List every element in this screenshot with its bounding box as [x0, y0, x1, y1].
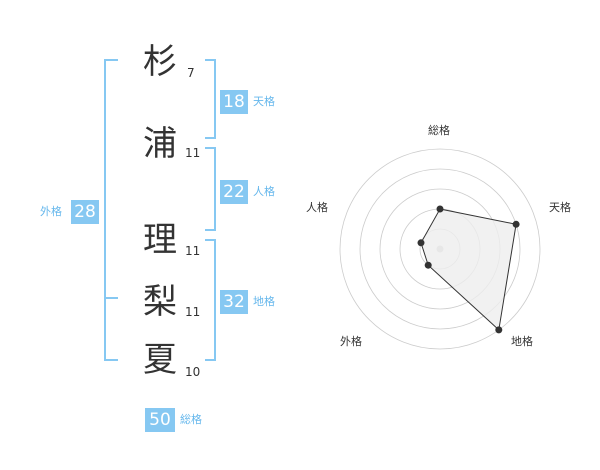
radar-point-2 — [495, 326, 503, 334]
radar-polygon — [420, 208, 517, 331]
radar-axis-label-chikaku: 地格 — [511, 335, 533, 348]
soukaku-label: 総格 — [180, 413, 202, 426]
gaikaku-label: 外格 — [40, 205, 62, 218]
radar-axis-label-soukaku: 総格 — [428, 124, 450, 137]
name-char-5: 夏 — [143, 340, 177, 380]
name-char-2: 浦 — [143, 124, 177, 164]
radar-axis-label-tenkaku: 天格 — [549, 201, 571, 214]
stroke-count-1: 7 — [187, 66, 195, 80]
stroke-count-2: 11 — [185, 146, 201, 160]
chikaku-label: 地格 — [253, 295, 275, 308]
radar-axis-label-gaikaku: 外格 — [340, 335, 362, 348]
name-char-4: 梨 — [143, 282, 177, 322]
soukaku-score: 50 — [145, 408, 175, 432]
name-char-1: 杉 — [143, 42, 177, 82]
tenkaku-bracket — [205, 59, 216, 139]
radar-ring — [339, 148, 541, 350]
tenkaku-label: 天格 — [253, 95, 275, 108]
radar-points — [417, 205, 520, 334]
gaikaku-score: 28 — [71, 200, 99, 224]
radar-ring — [359, 168, 521, 330]
radar-axis-label-jinkaku: 人格 — [306, 201, 328, 214]
radar-point-4 — [417, 239, 425, 247]
gaikaku-bracket — [104, 59, 118, 361]
jinkaku-bracket — [205, 147, 216, 231]
radar-point-0 — [436, 205, 444, 213]
name-char-3: 理 — [143, 220, 177, 260]
jinkaku-label: 人格 — [253, 185, 275, 198]
stroke-count-5: 10 — [185, 365, 201, 379]
stroke-count-3: 11 — [185, 244, 201, 258]
chikaku-score: 32 — [220, 290, 248, 314]
tenkaku-score: 18 — [220, 90, 248, 114]
radar-point-3 — [424, 261, 432, 269]
jinkaku-score: 22 — [220, 180, 248, 204]
chikaku-bracket — [205, 239, 216, 361]
stroke-count-4: 11 — [185, 305, 201, 319]
radar-point-1 — [512, 220, 520, 228]
